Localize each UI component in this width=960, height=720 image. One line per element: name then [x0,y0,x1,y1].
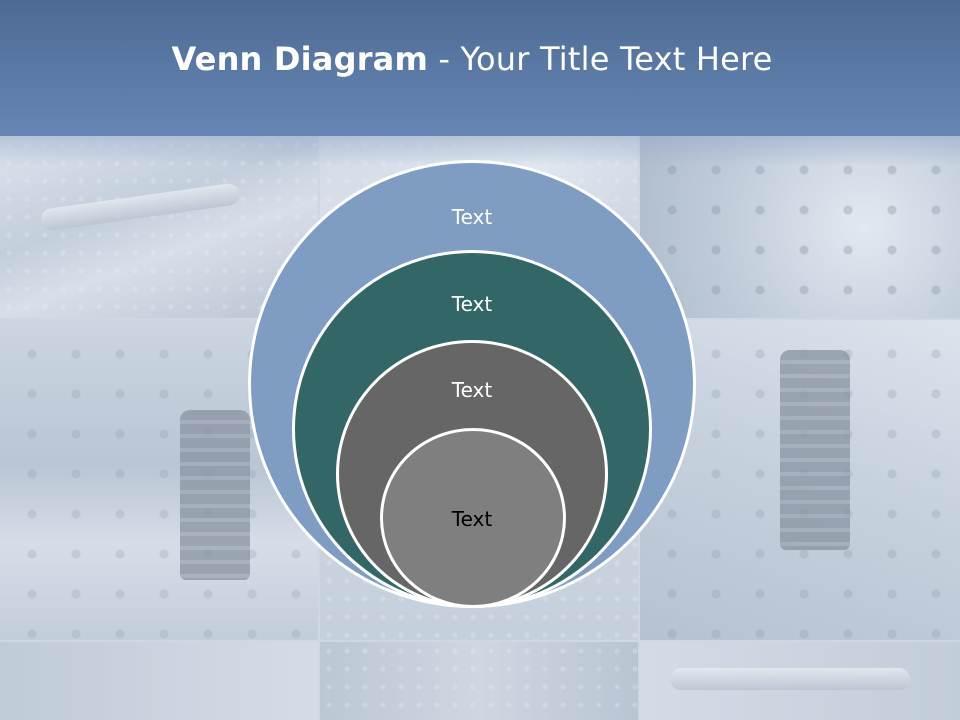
second-circle-label: Text [451,292,493,316]
title-bold: Venn Diagram [171,40,429,78]
background-photo-drill-2 [640,320,960,640]
background-photo-wrench [640,642,960,720]
background-photo-tools [0,136,318,318]
background-photo-wheel [0,642,318,720]
inner-circle [380,428,566,608]
inner-circle-label: Text [451,507,493,531]
title-bar [0,0,960,136]
background-photo-gear [640,136,960,318]
third-circle-label: Text [451,378,493,402]
outer-circle-label: Text [451,205,493,229]
slide-title: Venn Diagram - Your Title Text Here [0,40,944,78]
background-photo-screws [320,642,638,720]
title-subtitle: - Your Title Text Here [428,40,773,78]
